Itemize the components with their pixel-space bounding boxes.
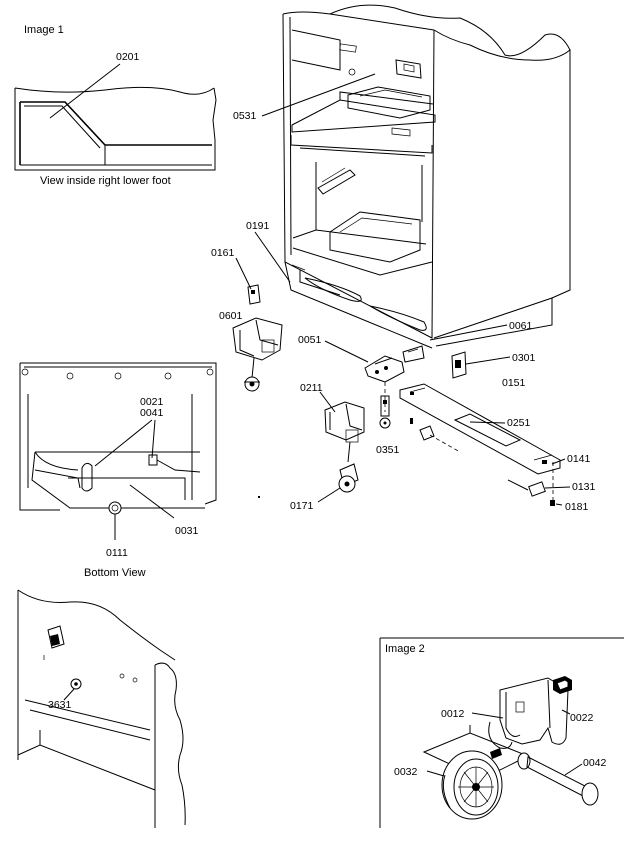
part-0042-axle [526,756,586,797]
image2-caption: Image 2 [385,643,425,655]
kickplate-assembly [399,383,561,506]
foot-view-caption: View inside right lower foot [40,175,171,187]
label-0032: 0032 [394,766,418,778]
leader-0031 [129,484,175,519]
label-0531: 0531 [233,110,257,122]
image1-caption: Image 1 [24,24,64,36]
part-0012-bracket [499,677,569,745]
label-0601: 0601 [219,310,243,322]
label-0201: 0201 [116,51,140,63]
leader-0131 [544,486,571,489]
leader-0051 [324,340,369,363]
label-0021: 0021 [140,396,164,408]
label-0041: 0041 [140,407,164,419]
part-0251-kickplate [399,383,561,475]
foot-break-line [14,86,215,95]
leader-0531 [261,73,376,117]
leader-0032 [426,770,445,777]
bottom-view-caption: Bottom View [84,567,146,579]
upper-shelf [291,99,436,133]
leader-0161 [235,257,252,290]
label-0061: 0061 [509,320,533,332]
label-3631: 3631 [48,699,72,711]
leader-0191 [254,231,291,283]
part-0181-screw [550,500,555,506]
lower-left-panel-detail [17,589,186,828]
leader-0021 [94,419,153,467]
left-foot-assembly [232,284,283,392]
label-0031: 0031 [175,525,199,537]
leader-0012 [471,712,504,719]
part-0111-plug [108,501,122,515]
part-0061-bracket [402,345,425,363]
leader-0181 [555,503,563,506]
leader-0251 [469,421,506,424]
leader-0061 [429,324,508,341]
leader-3631 [63,688,75,701]
label-0151: 0151 [502,377,526,389]
label-0022: 0022 [570,712,594,724]
front-roller-assembly [324,401,365,493]
bottom-view-detail [19,362,217,515]
cabinet-right-panel [433,29,571,299]
part-0051-hinge [364,355,405,383]
image1-foot-detail: Image 1 0201 View inside right lower foo… [14,24,217,187]
label-0161: 0161 [211,247,235,259]
panel-tab [47,625,65,649]
label-0191: 0191 [246,220,270,232]
label-0181: 0181 [565,501,589,513]
label-0111: 0111 [106,547,128,559]
part-0131-leveler [528,481,546,497]
leader-0171 [317,487,341,503]
cabinet-break-line [329,4,571,57]
drain-tube [81,462,93,492]
label-0012: 0012 [441,708,465,720]
cabinet-assembly [282,4,571,349]
center-hinge-assembly [364,345,425,429]
part-0301-pad [451,351,467,379]
label-0042: 0042 [583,757,607,769]
bottom-view-frame [20,362,217,505]
label-0251: 0251 [507,417,531,429]
label-0351: 0351 [376,444,400,456]
foot-outline [14,87,217,171]
leader-0022 [561,709,571,715]
label-0131: 0131 [572,481,596,493]
leader-0042 [564,763,583,776]
label-0051: 0051 [298,334,322,346]
leader-0201 [49,63,121,119]
part-0161-pad [247,284,261,305]
right-foot-assembly [451,351,467,379]
spacer-block [419,425,435,441]
leader-0211 [319,391,336,413]
label-0301: 0301 [512,352,536,364]
cabinet-left-wall [282,13,435,339]
leader-0041 [151,419,156,459]
leader-0141 [551,458,566,465]
leader-0301 [465,356,511,365]
part-0601-bracket [232,317,283,361]
panel-break-line [17,589,176,661]
label-0171: 0171 [290,500,314,512]
image2-roller-detail: Image 2 [379,637,624,828]
label-0211: 0211 [300,382,323,394]
label-0141: 0141 [567,453,591,465]
part-0211-bracket [324,401,365,441]
